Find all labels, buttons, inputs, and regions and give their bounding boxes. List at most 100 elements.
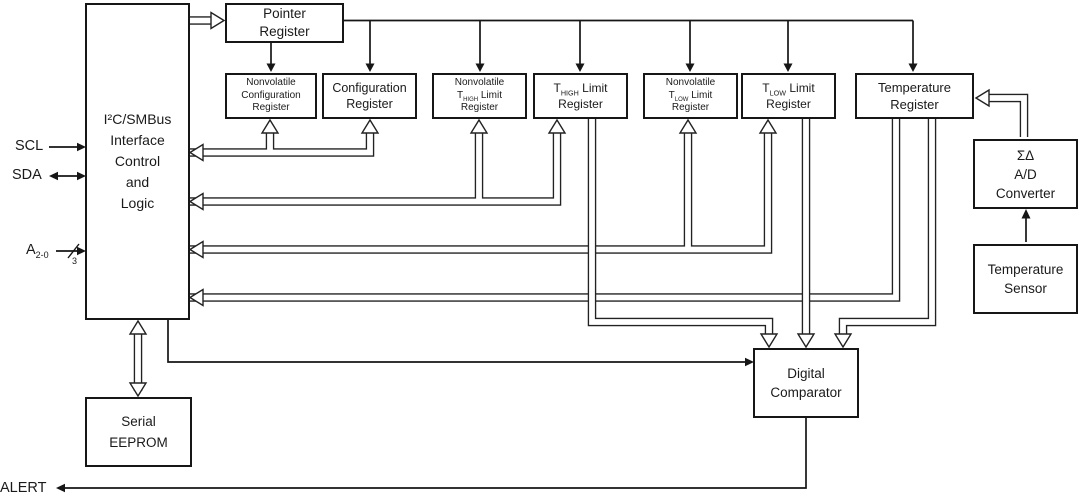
- block-label-line: Register: [558, 97, 603, 111]
- block-label-line: Digital: [787, 366, 825, 381]
- block-label-line: I²C/SMBus: [103, 111, 172, 127]
- block-label-line: Register: [259, 24, 310, 39]
- t-symbol: T: [762, 81, 770, 95]
- block-label-line: Register: [460, 102, 499, 114]
- t-symbol: T: [553, 81, 561, 95]
- temperature-bus: [188, 117, 901, 307]
- block-label-line: TLOW Limit: [669, 90, 713, 103]
- block-label-line: A/D: [1014, 166, 1037, 182]
- block-label-line: Configuration: [332, 81, 407, 95]
- right-arrow-icon: [210, 11, 226, 30]
- left-arrowhead-icon: [49, 171, 58, 181]
- block-label-line: Register: [346, 97, 393, 111]
- block-label-line: THIGH Limit: [457, 90, 502, 103]
- block-label-line: Temperature: [987, 262, 1064, 277]
- pointer-distribution-line: [343, 19, 918, 72]
- down-arrowhead-icon: [783, 63, 793, 72]
- right-arrowhead-icon: [77, 171, 86, 181]
- sda-wire: [49, 171, 86, 181]
- t-symbol: T: [456, 89, 464, 101]
- block-label-line: Nonvolatile: [665, 77, 716, 89]
- t-subscript: HIGH: [463, 96, 479, 103]
- scl-wire: [49, 142, 86, 152]
- t-symbol: T: [668, 89, 675, 101]
- down-arrowhead-icon: [365, 63, 375, 72]
- up-arrow-icon: [360, 118, 380, 134]
- block-label-line: Sensor: [1004, 281, 1047, 296]
- sigma-delta-ad-converter-block: ΣΔ A/D Converter: [973, 139, 1078, 209]
- tlow-limit-register-block: TLOW Limit Register: [741, 73, 836, 119]
- block-label-line: Comparator: [770, 385, 842, 400]
- pointer-to-nv-config-line: [266, 43, 276, 72]
- eeprom-bus: [128, 319, 148, 398]
- i2c-smbus-interface-block: I²C/SMBus Interface Control and Logic: [85, 3, 190, 320]
- down-arrowhead-icon: [908, 63, 918, 72]
- block-label-line: Nonvolatile: [454, 77, 505, 89]
- alert-pin-label: ALERT: [0, 480, 47, 496]
- thigh-bus: [188, 118, 567, 211]
- adc-to-temperature-bus: [974, 88, 1029, 137]
- block-label-line: Temperature: [878, 80, 951, 95]
- block-label-line: Interface: [110, 132, 165, 148]
- block-label-line: Register: [766, 97, 811, 111]
- tlow-bus: [188, 118, 778, 259]
- t-subscript: LOW: [769, 88, 787, 98]
- address-wire: [56, 243, 86, 259]
- block-label-line: TLOW Limit: [762, 80, 814, 96]
- down-arrowhead-icon: [266, 63, 276, 72]
- block-label-line: Pointer: [263, 6, 306, 21]
- down-arrow-icon: [833, 333, 853, 349]
- scl-pin-label: SCL: [15, 138, 44, 154]
- left-arrow-icon: [188, 288, 204, 307]
- up-arrow-icon: [260, 118, 280, 134]
- configuration-bus: [188, 118, 380, 162]
- block-label-line: Logic: [120, 195, 155, 211]
- up-arrow-icon: [547, 118, 567, 134]
- temperature-register-block: Temperature Register: [855, 73, 974, 119]
- sensor-to-adc-wire: [1021, 209, 1031, 242]
- down-arrowhead-icon: [475, 63, 485, 72]
- t-subscript: HIGH: [560, 88, 579, 98]
- block-label-line: Configuration: [241, 89, 301, 101]
- address-pin-label: A2-0: [26, 242, 49, 260]
- block-label-line: Control: [114, 153, 161, 169]
- block-label-line: and: [125, 174, 150, 190]
- address-subscript: 2-0: [35, 249, 49, 260]
- up-arrowhead-icon: [1021, 209, 1031, 219]
- block-label-line: THIGH Limit: [554, 80, 608, 96]
- left-arrowhead-icon: [56, 483, 65, 493]
- up-arrow-icon: [469, 118, 489, 134]
- nonvolatile-configuration-register-block: Nonvolatile Configuration Register: [225, 73, 317, 119]
- comparator-to-alert-wire: [56, 417, 807, 493]
- left-arrow-icon: [974, 88, 990, 108]
- right-arrowhead-icon: [77, 246, 86, 256]
- left-arrow-icon: [188, 240, 204, 259]
- block-label-line: ΣΔ: [1016, 147, 1035, 163]
- bus-width-slash: [67, 243, 80, 259]
- thigh-to-comparator-bus: [587, 117, 779, 349]
- interface-to-comparator-wire: [167, 319, 754, 367]
- t-subscript: LOW: [674, 96, 689, 103]
- pointer-bus-arrow: [188, 11, 226, 30]
- pointer-register-block: Pointer Register: [225, 3, 344, 43]
- thigh-limit-register-block: THIGH Limit Register: [533, 73, 628, 119]
- block-label-line: Nonvolatile: [246, 77, 296, 89]
- up-arrow-icon: [128, 319, 148, 335]
- down-arrowhead-icon: [685, 63, 695, 72]
- block-label-line: Register: [671, 102, 710, 114]
- digital-comparator-block: Digital Comparator: [753, 348, 859, 418]
- temperature-to-comparator-bus: [833, 117, 937, 349]
- temperature-sensor-block: Temperature Sensor: [973, 244, 1078, 314]
- right-arrowhead-icon: [745, 357, 754, 367]
- nonvolatile-thigh-limit-register-block: Nonvolatile THIGH Limit Register: [432, 73, 527, 119]
- tlow-to-comparator-bus: [796, 117, 816, 349]
- down-arrow-icon: [128, 382, 148, 398]
- block-label-line: Register: [252, 102, 290, 114]
- configuration-register-block: Configuration Register: [322, 73, 417, 119]
- down-arrow-icon: [759, 333, 779, 349]
- block-label-line: Converter: [995, 185, 1056, 201]
- limit-text: Limit: [688, 89, 713, 101]
- limit-text: Limit: [478, 89, 502, 101]
- serial-eeprom-block: Serial EEPROM: [85, 397, 192, 467]
